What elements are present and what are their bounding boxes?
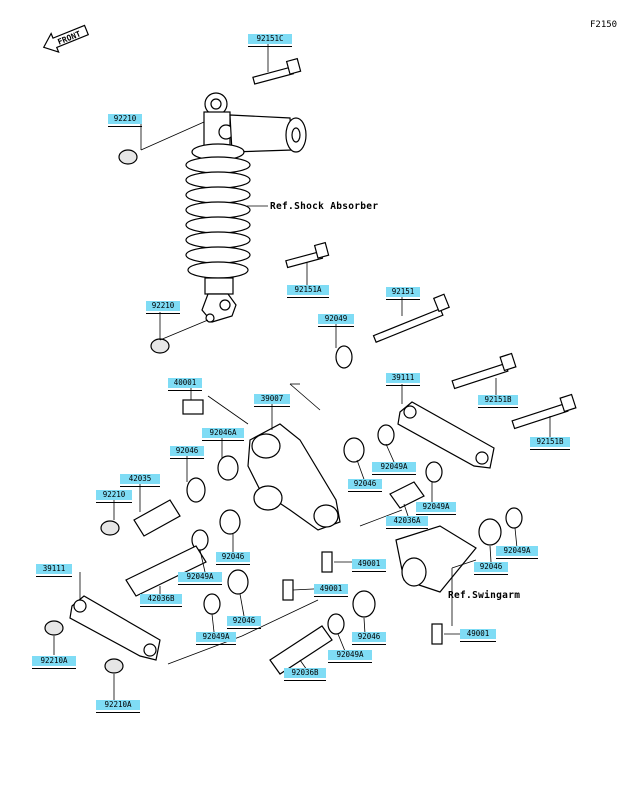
part-label-92046-4[interactable]: 92046 (474, 562, 508, 575)
tie-rod-upper-drawing (397, 401, 495, 469)
part-label-49001-2[interactable]: 49001 (314, 584, 348, 597)
bolt-92151c-drawing (252, 57, 302, 85)
part-label-92046-3[interactable]: 92046 (216, 552, 250, 565)
bolt-92151b-drawing (451, 352, 577, 430)
part-label-92049a-6[interactable]: 92049A (328, 650, 372, 663)
part-label-92151a[interactable]: 92151A (287, 285, 329, 298)
part-label-92046a[interactable]: 92046A (202, 428, 244, 441)
part-label-49001[interactable]: 49001 (352, 559, 386, 572)
part-label-39111-2[interactable]: 39111 (36, 564, 72, 577)
part-label-42036a[interactable]: 42036A (386, 516, 428, 529)
swingarm-drawing (395, 525, 477, 593)
ref-shock-absorber: Ref.Shock Absorber (270, 201, 379, 212)
front-arrow-icon: FRONT (42, 24, 90, 54)
part-label-92049[interactable]: 92049 (318, 314, 354, 327)
bolt-92151a-drawing (285, 241, 330, 269)
part-label-92046-5[interactable]: 92046 (227, 616, 261, 629)
sleeves-drawing (125, 481, 425, 675)
part-label-92151b[interactable]: 92151B (478, 395, 518, 408)
nut-92210-drawing (44, 149, 170, 674)
part-label-92036b[interactable]: 92036B (284, 668, 326, 681)
linkage-39007-drawing (247, 423, 341, 531)
collar-92049-drawing (335, 345, 353, 369)
part-label-92210-3[interactable]: 92210 (96, 490, 132, 503)
ref-swingarm: Ref.Swingarm (448, 590, 521, 601)
part-label-92210[interactable]: 92210 (108, 114, 142, 127)
part-label-42035[interactable]: 42035 (120, 474, 160, 487)
part-label-92046-2[interactable]: 92046 (348, 479, 382, 492)
part-label-92151c[interactable]: 92151C (248, 34, 292, 47)
part-label-92210a[interactable]: 92210A (32, 656, 76, 669)
part-label-92151b-2[interactable]: 92151B (530, 437, 570, 450)
part-label-49001-3[interactable]: 49001 (460, 629, 496, 642)
part-label-40001[interactable]: 40001 (168, 378, 202, 391)
bolt-92151-drawing (372, 293, 450, 343)
part-label-92210-2[interactable]: 92210 (146, 301, 180, 314)
part-label-39007[interactable]: 39007 (254, 394, 290, 407)
part-label-92049a-5[interactable]: 92049A (196, 632, 236, 645)
part-label-92049a-3[interactable]: 92049A (496, 546, 538, 559)
part-label-92046[interactable]: 92046 (170, 446, 204, 459)
bearings-drawing (186, 424, 523, 635)
fitting-40001-drawing (182, 399, 204, 415)
part-label-39111[interactable]: 39111 (386, 373, 420, 386)
shock-absorber-drawing (185, 92, 307, 323)
figure-code: F2150 (590, 20, 618, 30)
tie-rod-lower-drawing (69, 595, 161, 661)
part-label-92046-6[interactable]: 92046 (352, 632, 386, 645)
part-label-92049a-4[interactable]: 92049A (178, 572, 222, 585)
part-label-92049a-2[interactable]: 92049A (416, 502, 456, 515)
part-label-92049a[interactable]: 92049A (372, 462, 416, 475)
part-label-92210a-2[interactable]: 92210A (96, 700, 140, 713)
part-label-92151[interactable]: 92151 (386, 287, 420, 300)
part-label-42036b[interactable]: 42036B (140, 594, 182, 607)
